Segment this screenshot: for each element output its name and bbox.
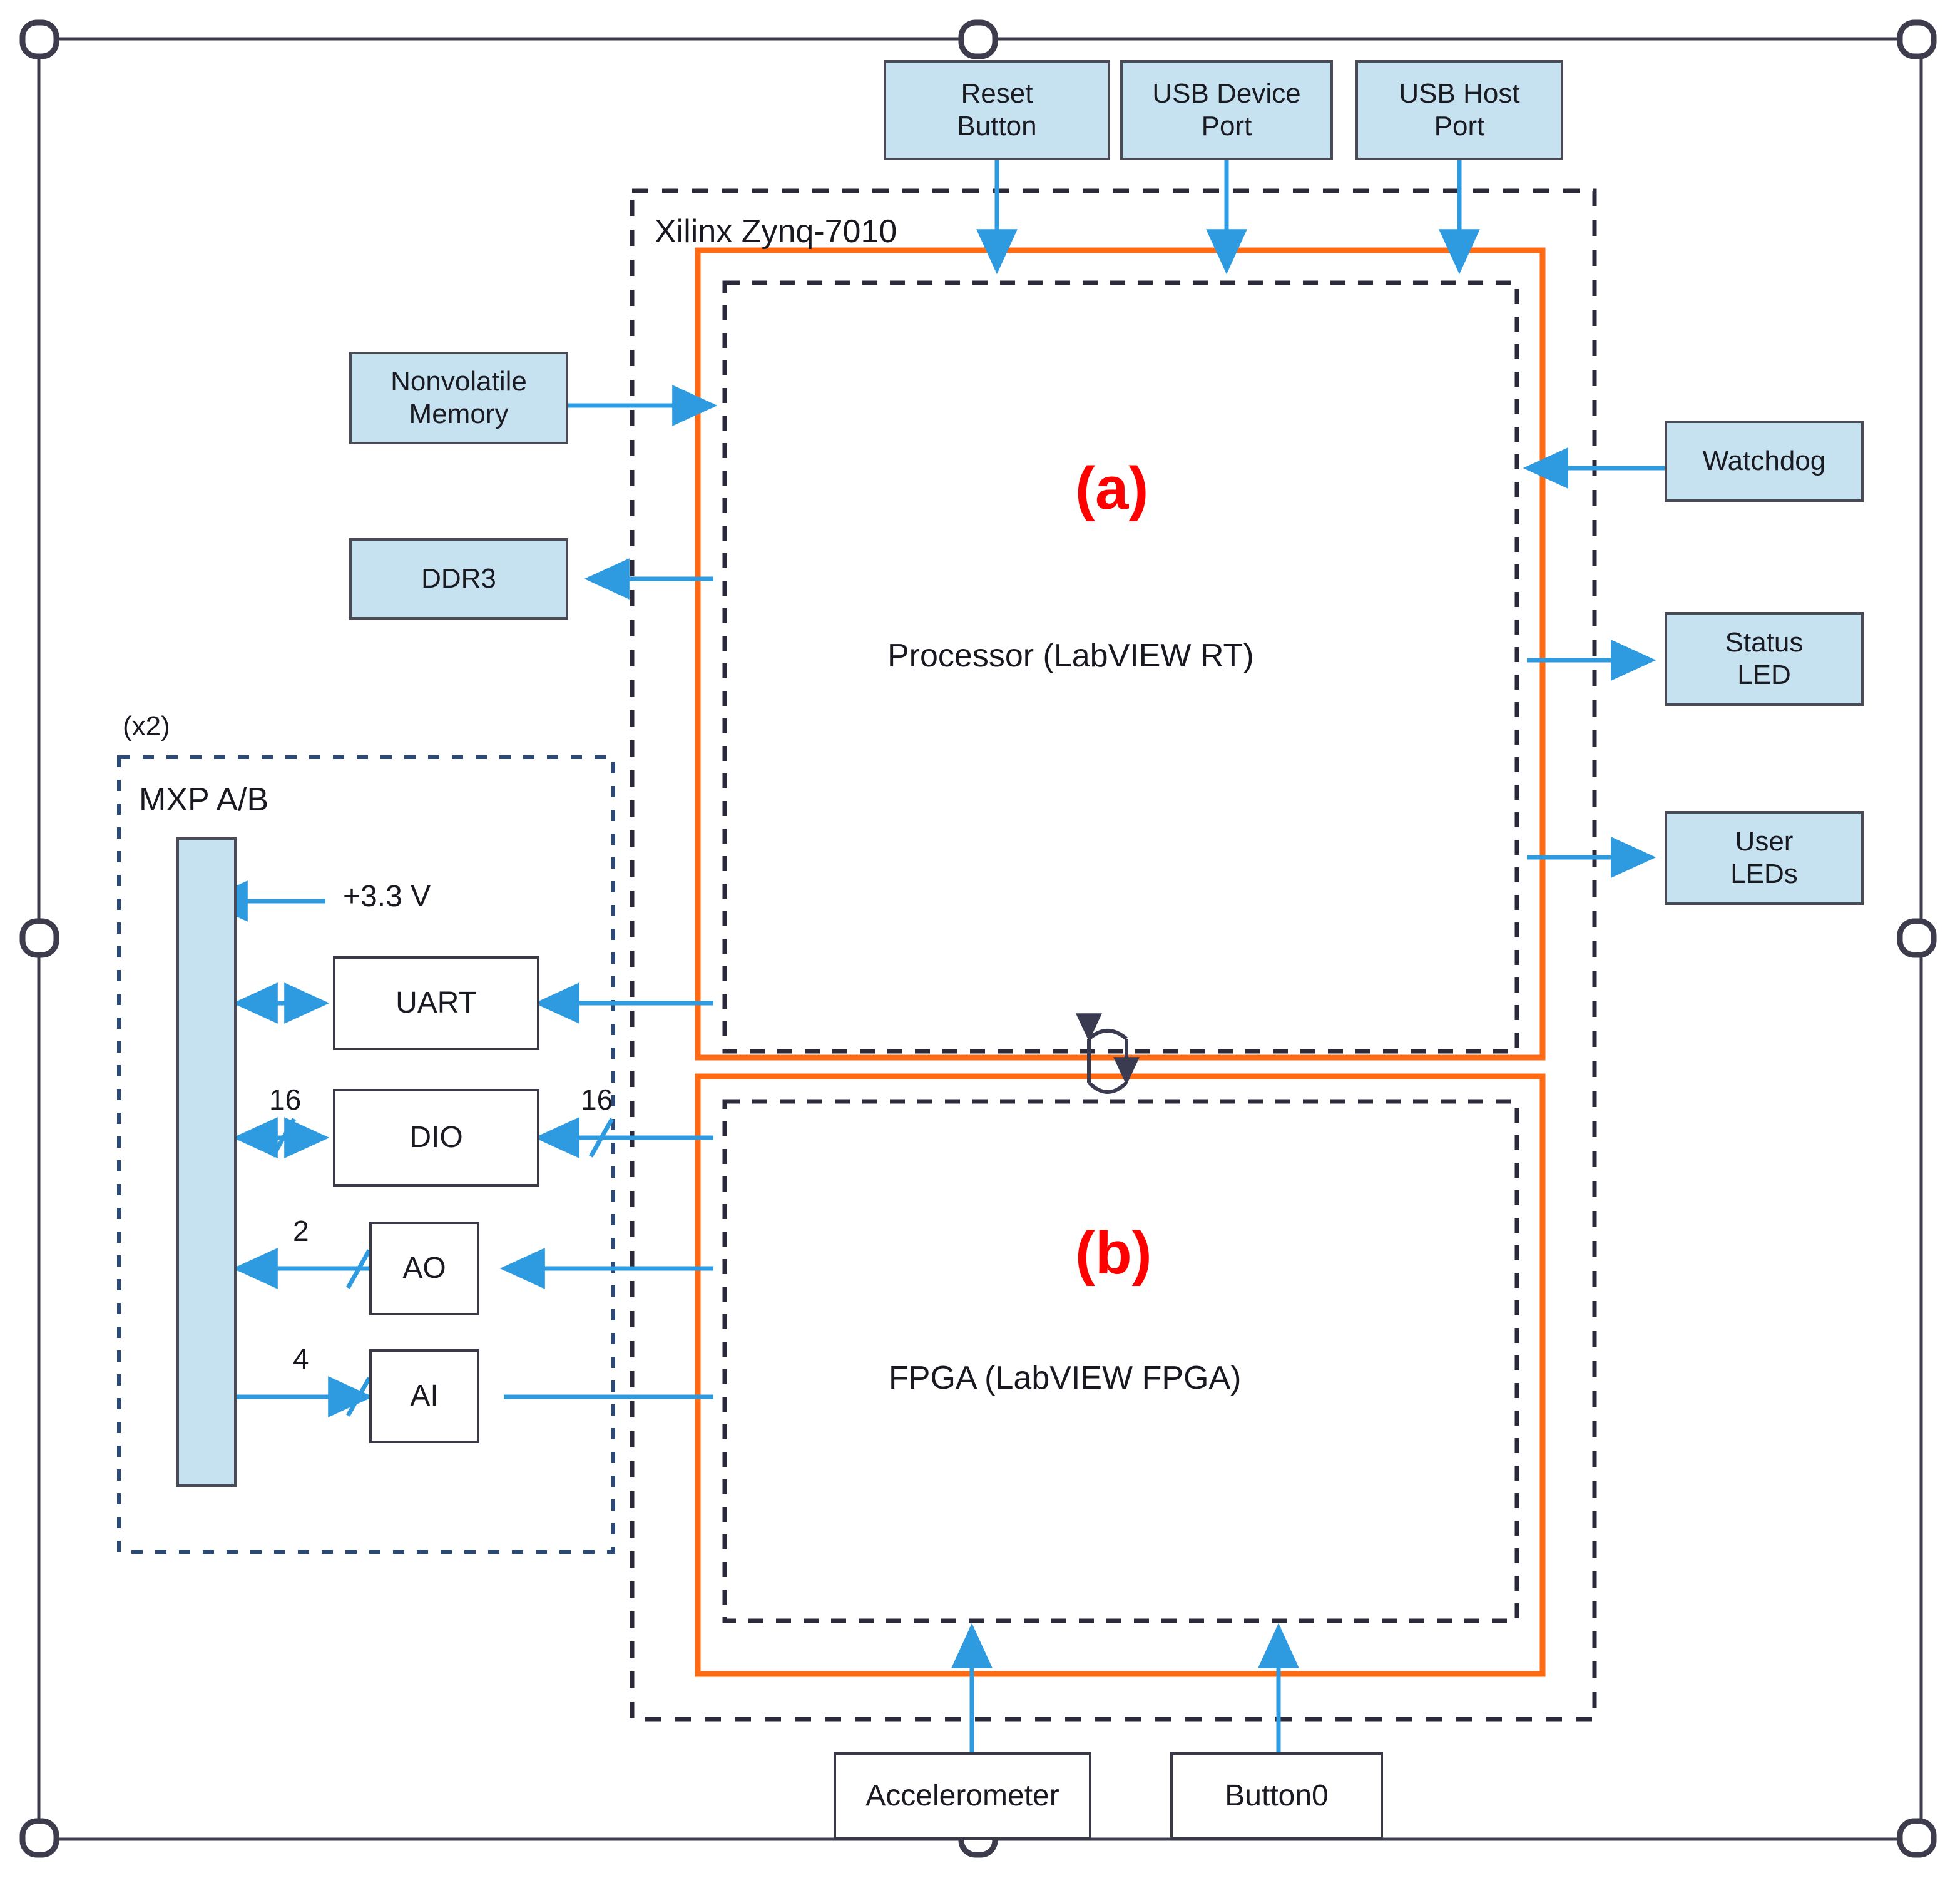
mxp-multiplier-label: (x2) [123, 711, 170, 742]
user-leds-line1: User [1735, 826, 1794, 857]
node-uart[interactable]: UART [333, 956, 539, 1050]
node-button0[interactable]: Button0 [1170, 1752, 1383, 1840]
node-status-led[interactable]: Status LED [1665, 612, 1864, 706]
zynq-boundary [630, 188, 1597, 1722]
callout-b: (b) [1075, 1220, 1152, 1287]
node-dio[interactable]: DIO [333, 1089, 539, 1187]
reset-button-line1: Reset [961, 78, 1033, 110]
nonvolatile-memory-line2: Memory [409, 399, 509, 429]
page-frame [37, 37, 1923, 1841]
uart-label: UART [396, 986, 477, 1019]
mxp-title: MXP A/B [139, 782, 269, 818]
dio-left-width-label: 16 [269, 1083, 302, 1116]
dio-label: DIO [409, 1120, 463, 1154]
processor-core-boundary [722, 280, 1519, 1054]
node-ai[interactable]: AI [369, 1349, 479, 1443]
ai-width-label: 4 [293, 1342, 309, 1375]
dio-right-width-label: 16 [581, 1083, 613, 1116]
node-user-leds[interactable]: User LEDs [1665, 811, 1864, 905]
watchdog-label: Watchdog [1702, 446, 1826, 477]
reset-button-line2: Button [957, 111, 1037, 141]
mxp-boundary [117, 755, 615, 1554]
processor-fpga-link [1076, 1013, 1140, 1094]
mxp-connector-bar[interactable] [176, 837, 237, 1487]
status-led-line1: Status [1725, 627, 1804, 658]
zynq-chip-label: Xilinx Zynq-7010 [655, 213, 897, 250]
status-led-line2: LED [1737, 660, 1791, 690]
mxp-power-label: +3.3 V [343, 880, 431, 913]
selection-handles[interactable] [19, 19, 1937, 1858]
node-accelerometer[interactable]: Accelerometer [834, 1752, 1091, 1840]
accelerometer-label: Accelerometer [865, 1778, 1059, 1812]
fpga-label: FPGA (LabVIEW FPGA) [889, 1360, 1242, 1396]
ai-label: AI [410, 1379, 439, 1412]
nonvolatile-memory-line1: Nonvolatile [390, 366, 527, 397]
usb-device-port-line2: Port [1201, 111, 1252, 141]
processor-label: Processor (LabVIEW RT) [887, 638, 1254, 674]
button0-label: Button0 [1225, 1778, 1329, 1812]
node-nonvolatile-memory[interactable]: Nonvolatile Memory [349, 352, 568, 444]
ddr3-label: DDR3 [421, 563, 496, 595]
fpga-core-boundary [722, 1099, 1519, 1623]
usb-device-port-line1: USB Device [1152, 78, 1301, 110]
ao-width-label: 2 [293, 1215, 309, 1247]
node-reset-button[interactable]: Reset Button [884, 60, 1110, 160]
node-usb-host-port[interactable]: USB Host Port [1355, 60, 1563, 160]
usb-host-port-line1: USB Host [1399, 78, 1520, 110]
callout-a: (a) [1075, 455, 1149, 522]
ao-label: AO [402, 1251, 446, 1285]
node-ddr3[interactable]: DDR3 [349, 538, 568, 620]
user-leds-line2: LEDs [1730, 859, 1798, 889]
usb-host-port-line2: Port [1434, 111, 1485, 141]
bus-width-slashes [270, 1118, 615, 1417]
node-ao[interactable]: AO [369, 1222, 479, 1315]
node-watchdog[interactable]: Watchdog [1665, 421, 1864, 502]
node-usb-device-port[interactable]: USB Device Port [1120, 60, 1333, 160]
